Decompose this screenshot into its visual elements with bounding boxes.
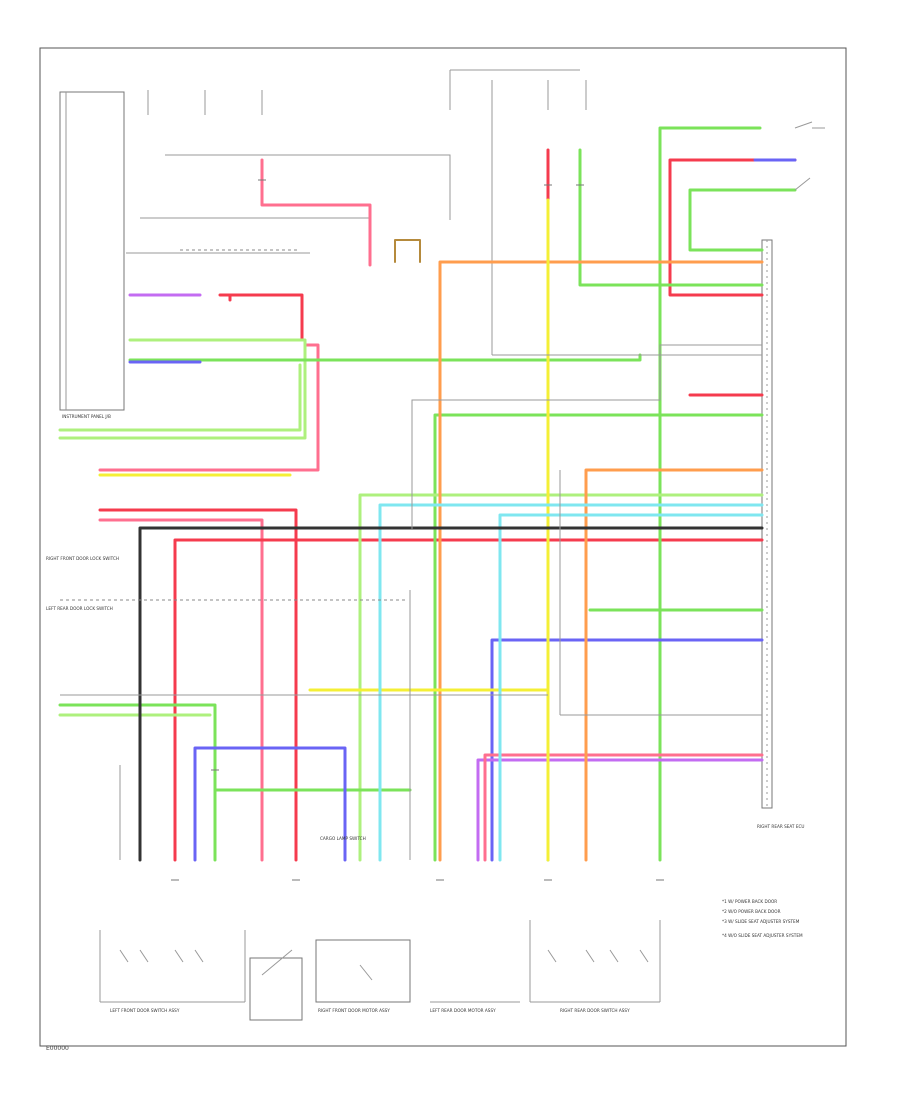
- wire-green-top: [658, 126, 762, 862]
- top-bus-2: [126, 154, 451, 254]
- top-bus-1: [147, 69, 587, 355]
- wire-orange-1: [438, 260, 764, 862]
- wire-red-long: [173, 538, 764, 862]
- wire-pink-top: [260, 158, 372, 267]
- label-left-rear-door-lock-switch: LEFT REAR DOOR LOCK SWITCH: [46, 606, 113, 611]
- wire-pink-lower: [98, 518, 264, 862]
- bottom-bracket-ends: [99, 920, 661, 1002]
- top-right-switch: [794, 121, 825, 191]
- label-instrument-panel-jb: INSTRUMENT PANEL J/B: [62, 414, 111, 419]
- left-front-door-switch-box: [249, 957, 303, 1021]
- wire-lightgreen-4: [358, 493, 764, 862]
- diagram-frame: [39, 47, 847, 1047]
- wire-lightgreen-2: [58, 363, 302, 432]
- footer-code: E00000: [46, 1045, 69, 1052]
- wire-blue-right: [490, 638, 764, 862]
- wire-cyan-2: [498, 513, 764, 862]
- label-right-rear-seat-ecu: RIGHT REAR SEAT ECU: [757, 824, 804, 829]
- wire-blue-lower: [193, 746, 347, 862]
- instrument-panel-jb-box: [59, 91, 125, 411]
- wire-green-right: [688, 188, 797, 252]
- switch-contacts-left: [119, 949, 204, 963]
- label-right-rear-door-switch-assy: RIGHT REAR DOOR SWITCH ASSY: [560, 1008, 630, 1013]
- legend-item-1: *1 W/ POWER BACK DOOR: [722, 899, 777, 904]
- legend-item-4: *4 W/O SLIDE SEAT ADJUSTER SYSTEM: [722, 933, 803, 938]
- label-left-front-door-switch-assy: LEFT FRONT DOOR SWITCH ASSY: [110, 1008, 180, 1013]
- wire-pink-lower-right: [483, 753, 764, 862]
- label-right-front-door-lock-switch: RIGHT FRONT DOOR LOCK SWITCH: [46, 556, 119, 561]
- wire-green-2: [128, 353, 642, 362]
- wire-red-mid: [218, 293, 304, 342]
- legend-item-3: *3 W/ SLIDE SEAT ADJUSTER SYSTEM: [722, 919, 800, 924]
- wire-brown-loop: [394, 239, 421, 263]
- wire-black-1: [138, 526, 764, 862]
- wire-cyan-1: [378, 503, 764, 862]
- wire-green-vert: [578, 148, 764, 287]
- wire-green-3: [433, 413, 764, 862]
- wire-lightgreen-1: [58, 338, 307, 440]
- label-left-rear-door-motor-assy: LEFT REAR DOOR MOTOR ASSY: [430, 1008, 496, 1013]
- wire-green-4: [58, 703, 217, 862]
- wire-gray-1: [409, 344, 762, 860]
- legend-item-2: *2 W/O POWER BACK DOOR: [722, 909, 781, 914]
- wire-pink-left: [98, 343, 320, 472]
- wire-orange-2: [584, 468, 764, 862]
- label-right-front-door-motor-assy: RIGHT FRONT DOOR MOTOR ASSY: [318, 1008, 390, 1013]
- wire-gray-2: [60, 470, 762, 716]
- wire-violet-lower: [476, 758, 764, 862]
- right-front-door-motor-box: [315, 939, 411, 1003]
- wire-red-lower-1: [98, 508, 298, 862]
- switch-contacts-right: [547, 949, 649, 963]
- connector-marks: [171, 179, 664, 881]
- switch-contacts-mid: [261, 949, 373, 981]
- label-cargo-lamp-switch: CARGO LAMP SWITCH: [320, 836, 366, 841]
